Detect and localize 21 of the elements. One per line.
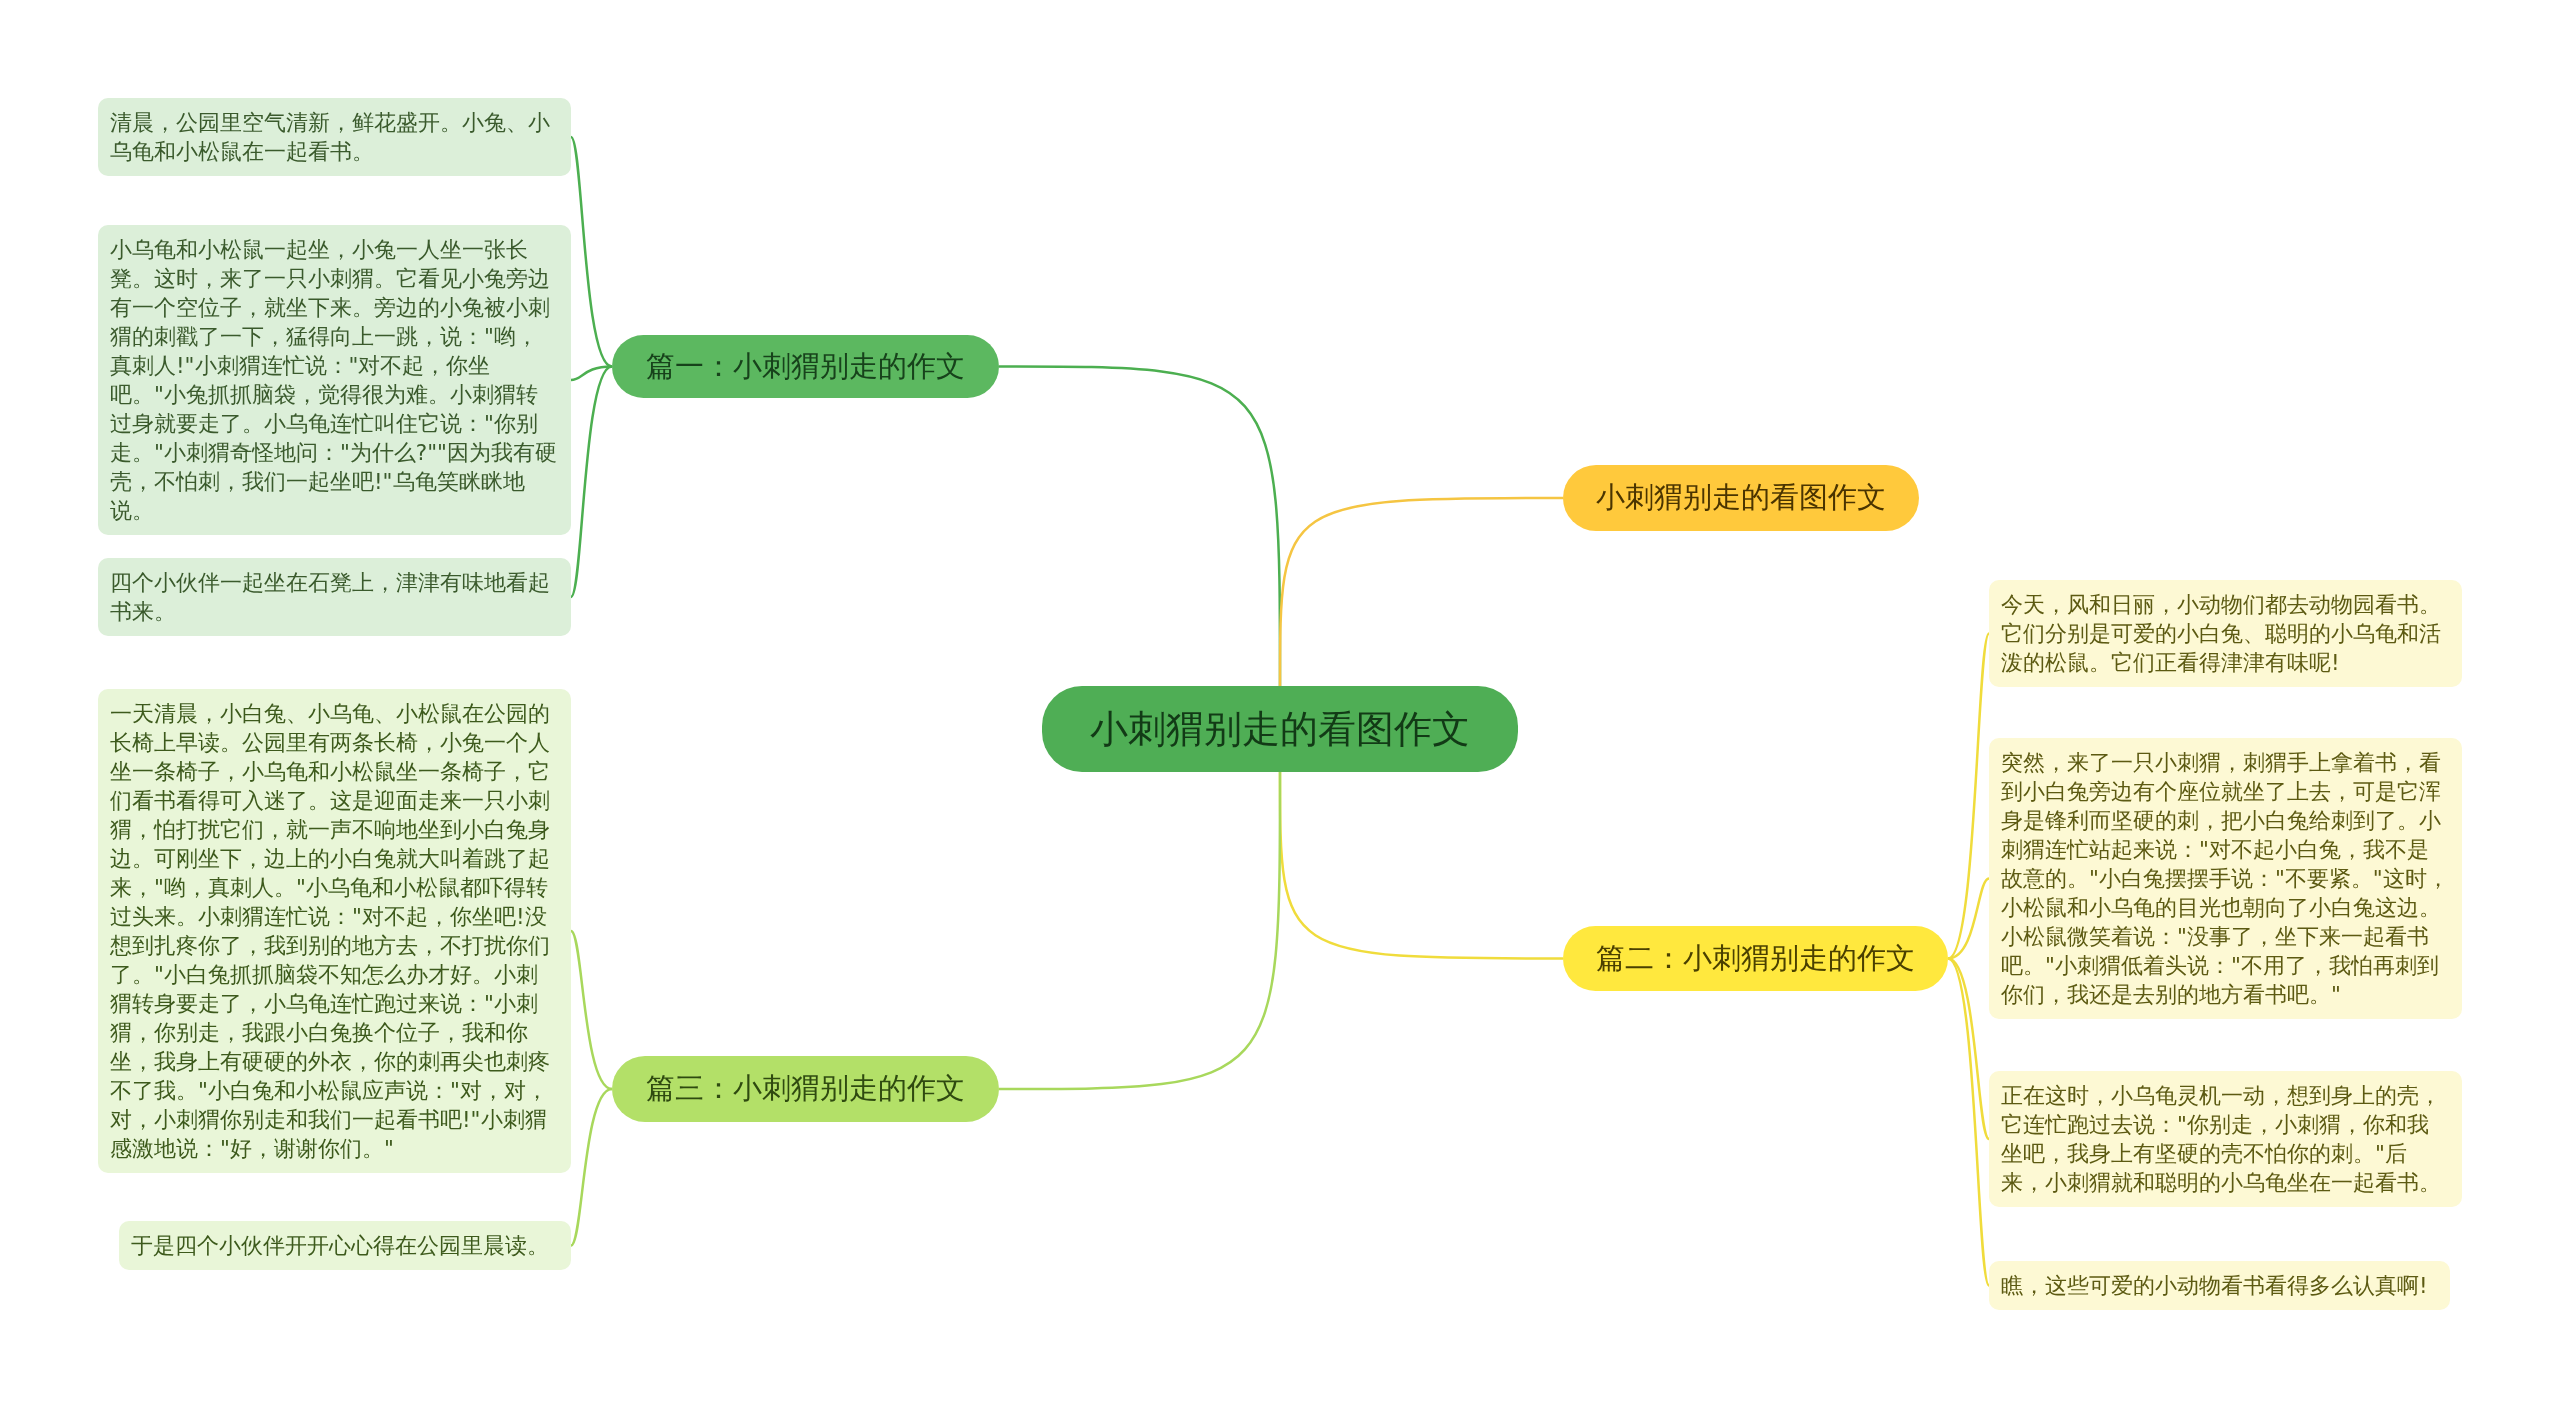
text-card: 突然，来了一只小刺猬，刺猬手上拿着书，看到小白兔旁边有个座位就坐了上去，可是它浑身是锋利而坚硬的刺，把小白兔给刺到了。小刺猬连忙站起来说："对不起小白兔，我不是故意的。"小白兔摆摆手说："不要紧。"这时，小松鼠和小乌龟的目光也朝向了小白兔这边。小松鼠微笑着说："没事了，坐下来一起看书吧。"小刺猬低着头说："不用了，我怕再刺到你们，我还是去别的地方看书吧。"	[1989, 738, 2462, 1019]
topic-pill: 篇三：小刺猬别走的作文	[612, 1056, 999, 1122]
central-topic: 小刺猬别走的看图作文	[1042, 686, 1518, 772]
connector-line	[570, 1087, 613, 1247]
topic-pill: 篇一：小刺猬别走的作文	[612, 335, 999, 398]
connector-line	[1278, 496, 1563, 686]
topic-pill: 篇二：小刺猬别走的作文	[1563, 926, 1948, 991]
text-card: 瞧，这些可爱的小动物看书看得多么认真啊!	[1989, 1261, 2450, 1310]
connector-line	[569, 365, 613, 598]
text-card: 今天，风和日丽，小动物们都去动物园看书。它们分别是可爱的小白兔、聪明的小乌龟和活泼的松鼠。它们正看得津津有味呢!	[1989, 580, 2462, 687]
text-card: 小乌龟和小松鼠一起坐，小兔一人坐一张长凳。这时，来了一只小刺猬。它看见小兔旁边有一个空位子，就坐下来。旁边的小兔被小刺猬的刺戳了一下，猛得向上一跳，说："哟，真刺人!"小刺猬连忙说："对不起，你坐吧。"小兔抓抓脑袋，觉得很为难。小刺猬转过身就要走了。小乌龟连忙叫住它说："你别走。"小刺猬奇怪地问："为什么?""因为我有硬壳，不怕刺，我们一起坐吧!"乌龟笑眯眯地说。	[98, 225, 571, 535]
text-card: 清晨，公园里空气清新，鲜花盛开。小兔、小乌龟和小松鼠在一起看书。	[98, 98, 571, 176]
connector-line	[570, 930, 613, 1091]
topic-pill: 小刺猬别走的看图作文	[1563, 465, 1919, 531]
connector-line	[1947, 957, 1991, 1286]
text-card: 于是四个小伙伴开开心心得在公园里晨读。	[119, 1221, 571, 1270]
text-card: 一天清晨，小白兔、小乌龟、小松鼠在公园的长椅上早读。公园里有两条长椅，小兔一个人坐一条椅子，小乌龟和小松鼠坐一条椅子，它们看书看得可入迷了。这是迎面走来一只小刺猬，怕打扰它们，就一声不响地坐到小白兔身边。可刚坐下，边上的小白兔就大叫着跳了起来，"哟，真刺人。"小乌龟和小松鼠都吓得转过头来。小刺猬连忙说："对不起，你坐吧!没想到扎疼你了，我到别的地方去，不打扰你们了。"小白兔抓抓脑袋不知怎么办才好。小刺猬转身要走了，小乌龟连忙跑过来说："小刺猬，你别走，我跟小白兔换个位子，我和你坐，我身上有硬硬的外衣，你的刺再尖也刺疼不了我。"小白兔和小松鼠应声说："对，对，对，小刺猬你别走和我们一起看书吧!"小刺猬感激地说："好，谢谢你们。"	[98, 689, 571, 1173]
text-card: 四个小伙伴一起坐在石凳上，津津有味地看起书来。	[98, 558, 571, 636]
connector-line	[999, 772, 1282, 1091]
text-card: 正在这时，小乌龟灵机一动，想到身上的壳，它连忙跑过去说："你别走，小刺猬，你和我坐吧，我身上有坚硬的壳不怕你的刺。"后来，小刺猬就和聪明的小乌龟坐在一起看书。	[1989, 1071, 2462, 1207]
connector-line	[1947, 633, 1991, 960]
